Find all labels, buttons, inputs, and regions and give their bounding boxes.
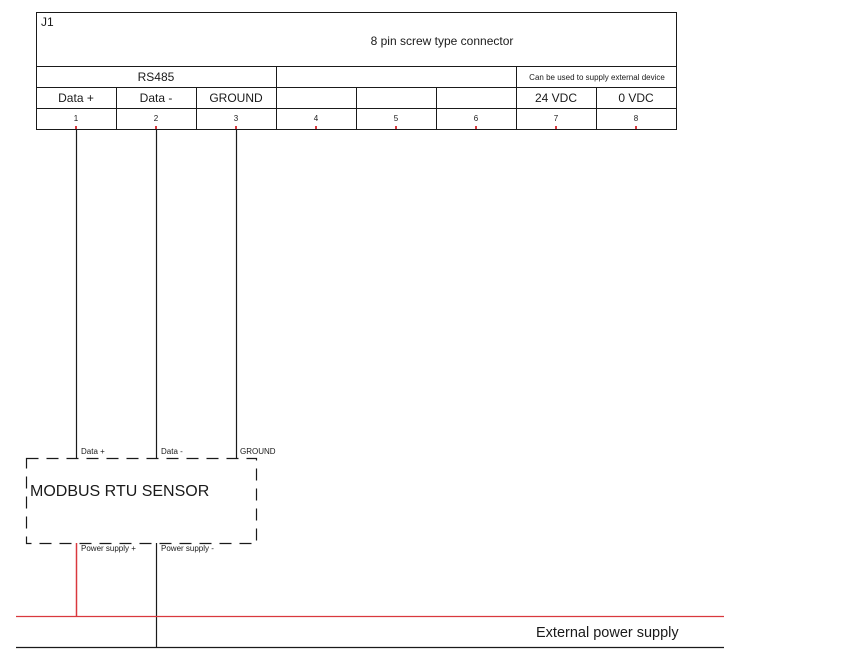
pin-function-labels: Data + Data - GROUND 24 VDC 0 VDC (58, 91, 654, 105)
pin-number-label: 1 (74, 114, 79, 123)
pin-function-label: 24 VDC (535, 91, 577, 105)
sensor-box (25, 457, 258, 545)
pin-number-label: 5 (394, 114, 399, 123)
pin-terminal-mark (395, 126, 397, 129)
pin-function-label: 0 VDC (618, 91, 654, 105)
sensor-terminal-label: GROUND (240, 447, 276, 456)
pin-terminal-mark (155, 126, 157, 129)
pin-number-label: 6 (474, 114, 479, 123)
pin-number-label: 8 (634, 114, 639, 123)
sensor-name: MODBUS RTU SENSOR (30, 483, 209, 500)
pin-terminal-mark (555, 126, 557, 129)
connector-description: 8 pin screw type connector (371, 34, 514, 48)
signal-wires (75, 129, 238, 458)
sensor-terminal-label: Data + (81, 447, 105, 456)
supply-group-label: Can be used to supply external device (529, 73, 665, 82)
pin-number-labels: 1 2 3 4 5 6 7 8 (74, 114, 639, 123)
rs485-group-label: RS485 (138, 70, 175, 84)
pin-terminal-mark (635, 126, 637, 129)
pin-terminal-mark (235, 126, 237, 129)
pin-function-label: Data - (140, 91, 173, 105)
pin-number-label: 7 (554, 114, 559, 123)
pin-terminal-mark (475, 126, 477, 129)
pin-number-label: 2 (154, 114, 159, 123)
sensor-terminal-label: Power supply - (161, 544, 214, 553)
power-supply-label: External power supply (536, 625, 679, 641)
sensor-top-terminal-labels: Data + Data - GROUND (81, 447, 276, 456)
pin-function-label: GROUND (209, 91, 263, 105)
sensor-terminal-label: Data - (161, 447, 183, 456)
pin-terminal-mark (315, 126, 317, 129)
pin-terminal-marks (75, 126, 637, 129)
pin-function-label: Data + (58, 91, 94, 105)
pin-terminal-mark (75, 126, 77, 129)
pin-number-label: 3 (234, 114, 239, 123)
connector-table (36, 12, 677, 130)
sensor-terminal-label: Power supply + (81, 544, 136, 553)
connector-ref-label: J1 (41, 15, 54, 29)
pin-number-label: 4 (314, 114, 319, 123)
sensor-bottom-terminal-labels: Power supply + Power supply - (81, 544, 214, 553)
